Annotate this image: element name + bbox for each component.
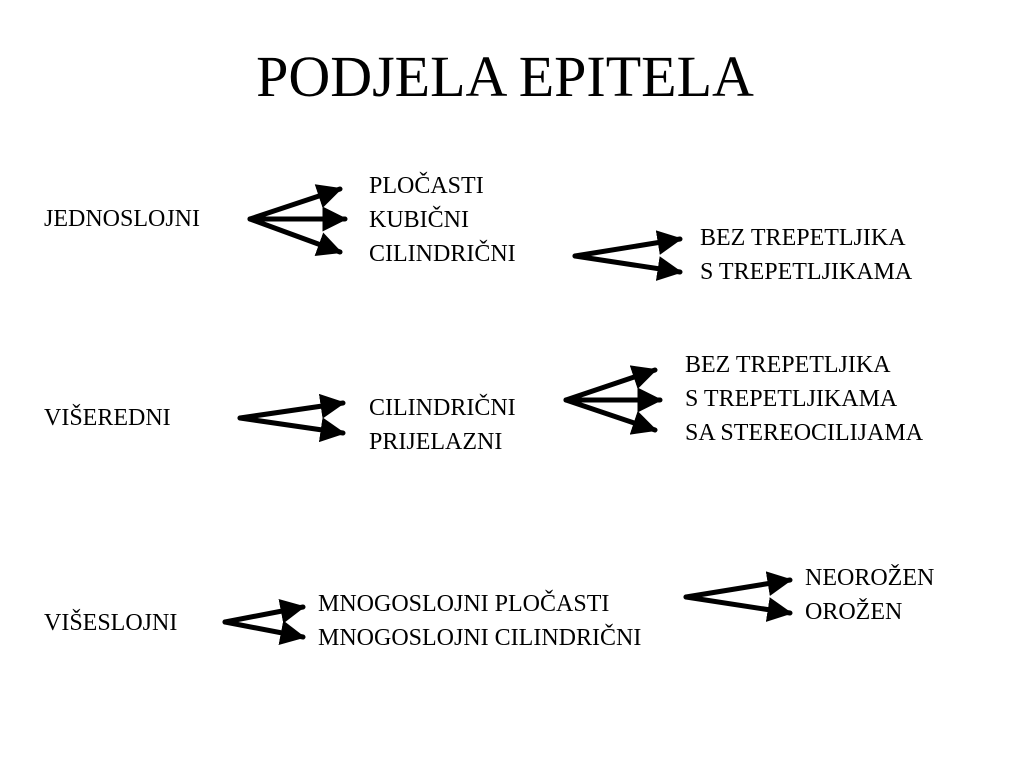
- arrow-icon: [222, 619, 306, 646]
- type-item: CILINDRIČNI: [369, 241, 516, 267]
- subtype-item: NEOROŽEN: [805, 565, 935, 591]
- types-jednoslojni: PLOČASTI KUBIČNI CILINDRIČNI: [369, 169, 516, 271]
- subtypes-visheredni: BEZ TREPETLJIKA S TREPETLJIKAMA SA STERE…: [685, 348, 923, 450]
- arrow-icon: [683, 594, 793, 622]
- subtype-item: SA STEREOCILIJAMA: [685, 420, 924, 446]
- category-visheredni: VIŠEREDNI: [44, 401, 171, 435]
- arrow-icon: [237, 393, 346, 421]
- arrow-icon: [572, 230, 683, 259]
- slide-title: PODJELA EPITELA: [256, 44, 754, 109]
- arrow-icon: [237, 415, 346, 443]
- category-label: VIŠESLOJNI: [44, 610, 178, 636]
- type-item: PRIJELAZNI: [369, 429, 503, 455]
- type-item: KUBIČNI: [369, 207, 469, 233]
- arrow-icon: [222, 598, 306, 625]
- type-item: MNOGOSLOJNI PLOČASTI: [318, 591, 610, 617]
- type-item: MNOGOSLOJNI CILINDRIČNI: [318, 625, 642, 651]
- arrow-icon: [683, 571, 793, 600]
- type-item: CILINDRIČNI: [369, 395, 516, 421]
- category-jednoslojni: JEDNOSLOJNI: [44, 202, 200, 236]
- subtypes-jednoslojni: BEZ TREPETLJIKA S TREPETLJIKAMA: [700, 221, 912, 289]
- arrow-icon: [247, 184, 343, 222]
- subtype-item: S TREPETLJIKAMA: [685, 386, 898, 412]
- arrow-icon: [572, 253, 683, 281]
- arrow-icon: [563, 365, 658, 403]
- types-visheslojni: MNOGOSLOJNI PLOČASTI MNOGOSLOJNI CILINDR…: [318, 587, 641, 655]
- types-visheredni: CILINDRIČNI PRIJELAZNI: [369, 391, 516, 459]
- subtypes-visheslojni: NEOROŽEN OROŽEN: [805, 561, 934, 629]
- category-label: JEDNOSLOJNI: [44, 206, 200, 232]
- subtype-item: OROŽEN: [805, 599, 903, 625]
- type-item: PLOČASTI: [369, 173, 484, 199]
- category-visheslojni: VIŠESLOJNI: [44, 606, 177, 640]
- arrow-icon: [247, 216, 343, 256]
- subtype-item: S TREPETLJIKAMA: [700, 259, 913, 285]
- subtype-item: BEZ TREPETLJIKA: [685, 352, 891, 378]
- subtype-item: BEZ TREPETLJIKA: [700, 225, 906, 251]
- category-label: VIŠEREDNI: [44, 405, 171, 431]
- arrow-icon: [563, 397, 658, 435]
